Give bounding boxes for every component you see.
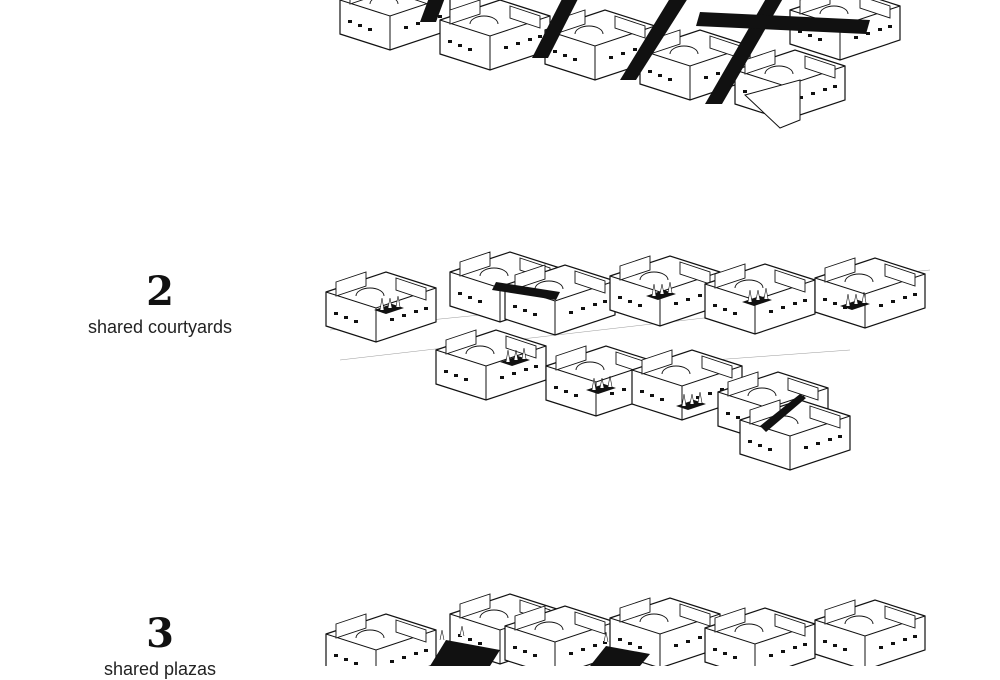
section-3-diagram	[325, 593, 926, 666]
axonometric-diagram	[325, 0, 931, 666]
section-1-diagram	[339, 0, 901, 129]
section-caption: shared courtyards	[87, 317, 233, 337]
section-2-diagram	[325, 251, 931, 471]
section-2-label: 2 shared courtyards	[60, 272, 260, 338]
section-number: 2	[146, 268, 174, 315]
section-number: 3	[146, 610, 174, 657]
